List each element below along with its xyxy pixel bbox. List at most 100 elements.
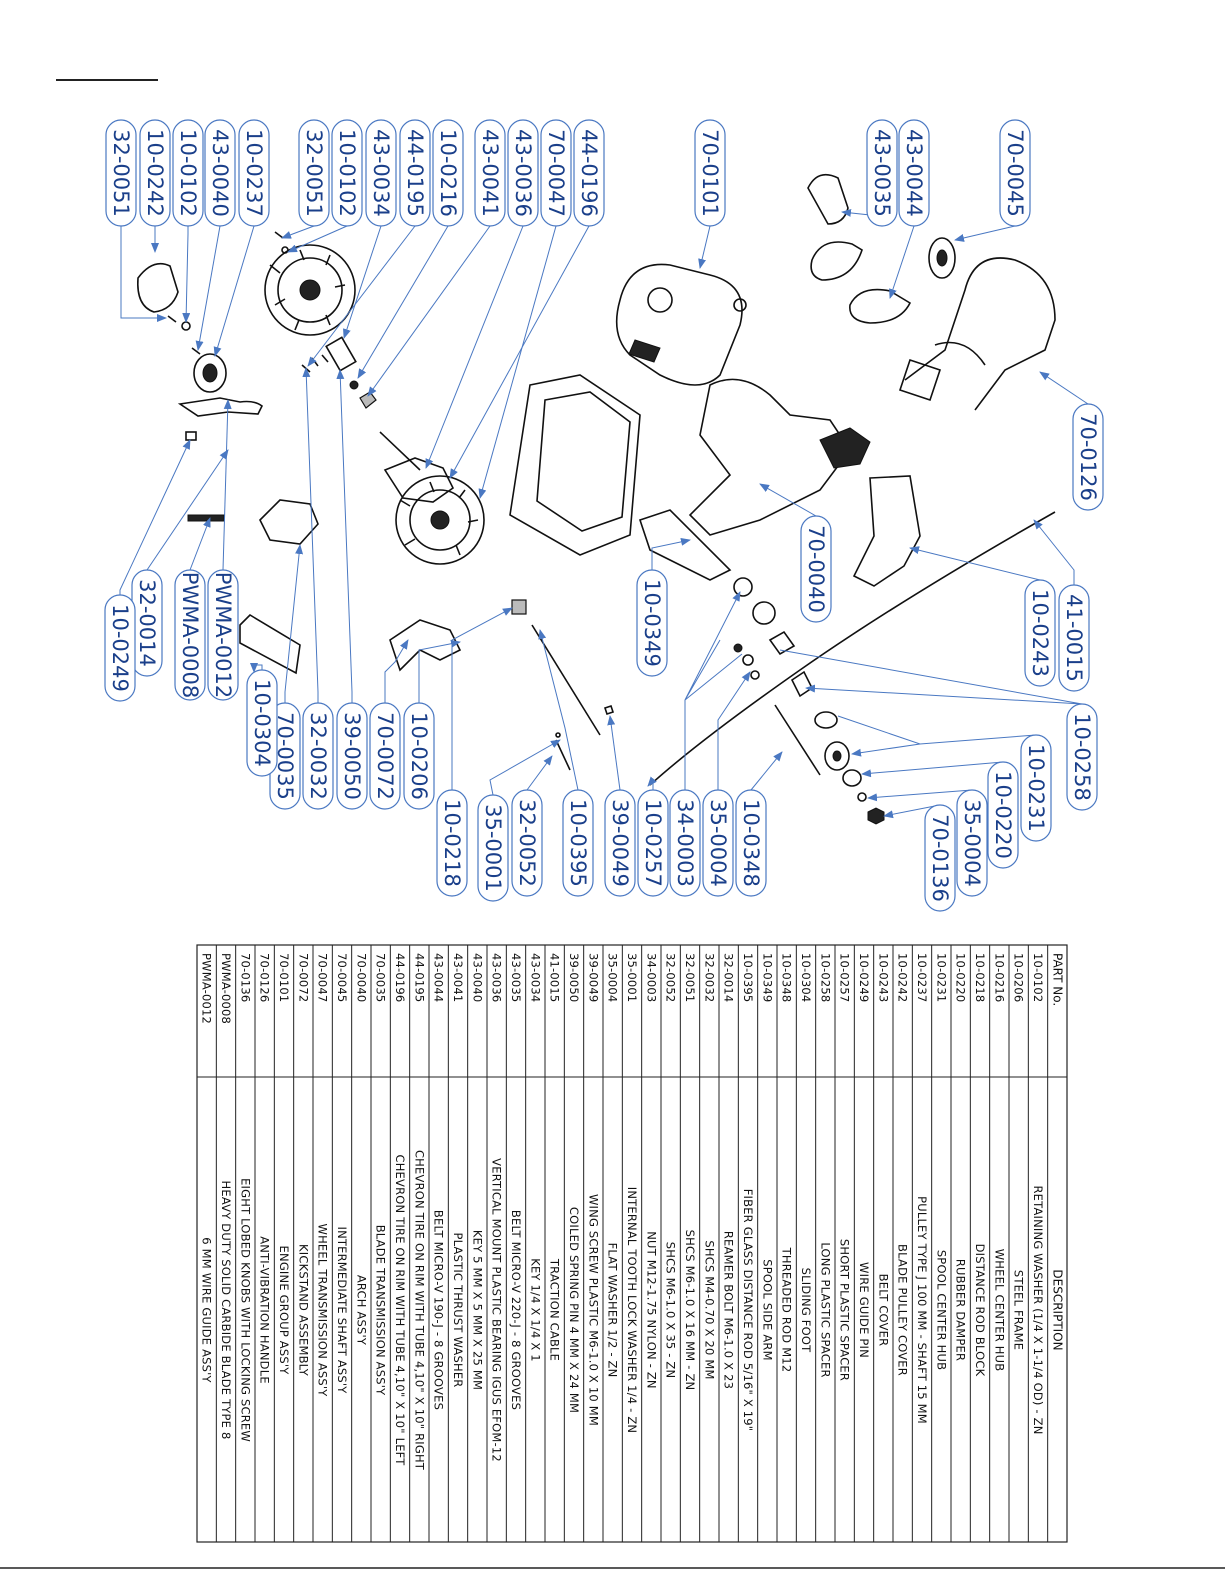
callout-label: 32-0032: [306, 712, 330, 800]
callout-23: 10-0258: [779, 649, 1098, 811]
callout-26: 35-0004: [867, 789, 988, 897]
callout-label: 10-0304: [250, 679, 274, 767]
callout-22: 10-0349: [636, 537, 691, 677]
table-cell-description: CHEVRON TIRE ON RIM WITH TUBE 4,10" X 10…: [393, 1154, 407, 1466]
table-cell-description: WIRE GUIDE PIN: [857, 1262, 871, 1358]
callout-label: 10-0237: [242, 129, 266, 217]
callout-bubble: [573, 119, 605, 227]
table-cell-part-no: 70-0047: [316, 953, 330, 1002]
callout-label: 10-0206: [407, 712, 431, 800]
callout-leader: [759, 483, 817, 517]
arch-shape: [688, 378, 851, 536]
table-cell-part-no: 41-0015: [548, 953, 562, 1002]
callout-bubble: [1020, 734, 1052, 842]
callout-7: 43-0034: [343, 119, 397, 339]
callout-leader: [861, 761, 1004, 778]
callout-label: 44-0196: [577, 129, 601, 217]
callout-35: 35-0001: [477, 739, 561, 902]
table-cell-description: ENGINE GROUP ASS'Y: [277, 1246, 291, 1376]
table-cell-description: SHCS M6-1.0 X 35 - ZN: [664, 1242, 678, 1379]
callout-43: PWMA-0012: [207, 399, 239, 701]
callout-label: 70-0126: [1076, 413, 1100, 501]
callout-19: 41-0015: [1033, 519, 1090, 692]
callout-bubble: [436, 789, 468, 897]
callout-label: 39-0050: [340, 712, 364, 800]
callout-label: 35-0004: [706, 799, 730, 887]
table-cell-description: KICKSTAND ASSEMBLY: [296, 1244, 310, 1377]
callout-32: 39-0049: [604, 715, 636, 897]
callout-label: 43-0040: [208, 129, 232, 217]
callout-bubble: [1072, 403, 1104, 511]
callout-bubble: [1066, 703, 1098, 811]
table-cell-part-no: 39-0049: [586, 953, 600, 1002]
traction-cable-shape: [649, 511, 1056, 786]
table-cell-description: RETAINING WASHER (1/4 X 1-1/4 OD) - ZN: [1031, 1185, 1045, 1434]
callout-39: 39-0050: [336, 369, 368, 810]
callout-16: 43-0044: [889, 119, 930, 299]
callout-bubble: [924, 804, 956, 912]
table-cell-description: STEEL FRAME: [1012, 1270, 1026, 1350]
callout-leader: [425, 225, 524, 469]
table-cell-part-no: 70-0136: [238, 953, 252, 1002]
callout-bubble: [172, 119, 204, 227]
callout-bubble: [987, 761, 1019, 869]
table-cell-part-no: 70-0101: [277, 953, 291, 1002]
table-cell-description: FIBER GLASS DISTANCE ROD 5/16" X 19": [741, 1189, 755, 1432]
callout-bubble: [474, 119, 506, 227]
callout-label: 32-0052: [515, 799, 539, 887]
callout-leader: [779, 649, 1083, 705]
callout-bubble: [702, 789, 734, 897]
callout-leader: [684, 592, 742, 790]
table-cell-description: WING SCREW PLASTIC M6-1.0 X 10 MM: [586, 1194, 600, 1426]
callout-leader: [250, 663, 263, 673]
table-cell-description: KEY 1/4 X 1/4 X 1: [528, 1258, 542, 1362]
callout-10: 43-0041: [367, 119, 506, 397]
callout-bubble: [1058, 584, 1090, 692]
table-cell-part-no: 32-0014: [722, 953, 736, 1002]
table-cell-part-no: 43-0036: [490, 953, 504, 1002]
sliding-foot-shape: [239, 613, 301, 675]
callout-1: 10-0242: [139, 119, 171, 253]
callout-11: 43-0036: [425, 119, 539, 469]
callout-label: 10-0231: [1024, 744, 1048, 832]
table-cell-description: BLADE TRANSMISSION ASS'Y: [374, 1225, 388, 1396]
callout-label: 43-0041: [478, 129, 502, 217]
callout-leader: [607, 715, 621, 791]
table-cell-description: BELT MICRO-V 190-J - 8 GROOVES: [432, 1210, 446, 1410]
table-cell-part-no: 43-0044: [432, 953, 446, 1002]
callout-label: PWMA-0008: [178, 572, 202, 698]
callout-leader: [284, 544, 304, 703]
table-cell-part-no: 70-0045: [335, 953, 349, 1002]
callout-leader: [302, 367, 319, 703]
table-cell-part-no: 10-0348: [780, 953, 794, 1002]
callout-label: 70-0136: [928, 814, 952, 902]
callout-leader: [119, 439, 191, 595]
callout-leader: [538, 629, 579, 791]
table-cell-part-no: 10-0231: [934, 953, 948, 1002]
callout-46: 10-0249: [104, 439, 191, 702]
callout-leader: [384, 639, 409, 703]
callout-bubble: [204, 119, 236, 227]
callout-2: 10-0102: [172, 119, 204, 323]
callout-label: 43-0044: [902, 129, 926, 217]
table-cell-part-no: 32-0032: [702, 953, 716, 1002]
callout-leader: [717, 671, 751, 790]
table-cell-part-no: PWMA-0008: [219, 953, 233, 1024]
callout-34: 32-0052: [511, 755, 553, 897]
callout-leader: [651, 537, 691, 570]
callout-29: 35-0004: [702, 671, 751, 897]
table-cell-description: WHEEL TRANSMISSION ASS'Y: [316, 1224, 330, 1398]
blade-pulley-cover-shape: [137, 262, 179, 313]
table-cell-description: ARCH ASS'Y: [354, 1275, 368, 1346]
callout-label: 10-0349: [640, 579, 664, 667]
callout-leader: [281, 225, 315, 239]
table-cell-part-no: 70-0035: [374, 953, 388, 1002]
callout-leader: [120, 226, 167, 322]
table-cell-description: RUBBER DAMPER: [954, 1259, 968, 1361]
table-cell-part-no: 10-0237: [915, 953, 929, 1002]
callout-18: 70-0126: [1039, 371, 1104, 511]
table-cell-description: SHCS M6-1.0 X 16 MM - ZN: [683, 1230, 697, 1391]
callout-label: 10-0395: [566, 799, 590, 887]
table-cell-description: INTERNAL TOOTH LOCK WASHER 1/4 - ZN: [625, 1187, 639, 1433]
